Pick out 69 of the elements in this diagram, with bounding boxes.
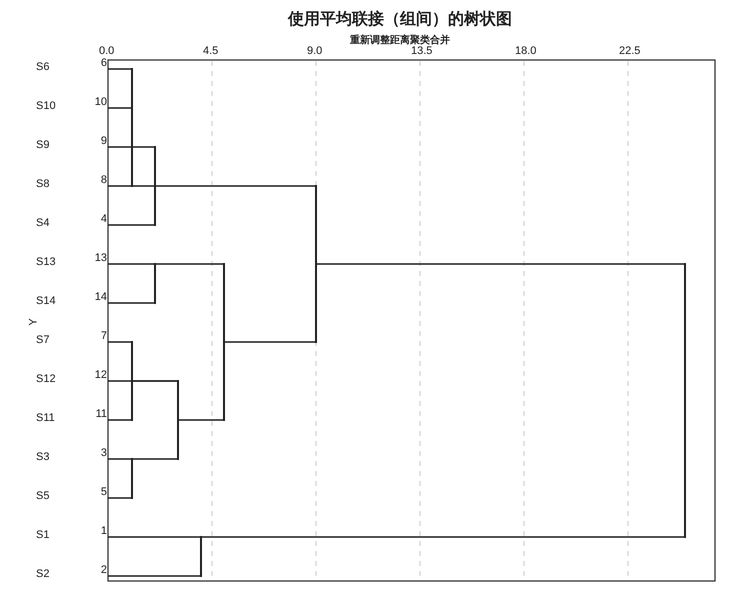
- connector-line: [108, 497, 131, 499]
- bracket-line: [131, 68, 133, 187]
- leaf-label: S4: [36, 217, 50, 229]
- case-number: 12: [94, 369, 107, 381]
- axis-title: Y: [28, 318, 40, 326]
- leaf-label: S10: [36, 100, 56, 112]
- case-number: 9: [100, 135, 107, 147]
- leaf-label: S3: [36, 451, 50, 463]
- bracket-line: [131, 341, 133, 421]
- connector-line: [108, 146, 154, 148]
- bracket-line: [200, 536, 202, 577]
- connector-line: [133, 185, 154, 187]
- case-number: 8: [100, 174, 107, 186]
- leaf-label: S11: [36, 412, 55, 424]
- case-number: 7: [100, 330, 107, 342]
- bracket-line: [684, 263, 686, 538]
- tick-label: 4.5: [203, 45, 218, 57]
- connector-line: [108, 107, 131, 109]
- bracket-line: [315, 185, 317, 343]
- case-number: 14: [94, 291, 107, 303]
- connector-line: [108, 458, 131, 460]
- leaf-label: S12: [36, 373, 56, 385]
- case-number: 5: [100, 486, 107, 498]
- connector-line: [108, 341, 131, 343]
- case-number: 6: [100, 57, 107, 69]
- connector-line: [108, 536, 200, 538]
- axis-title: 重新调整距离聚类合并: [350, 33, 450, 46]
- bracket-line: [154, 263, 156, 304]
- connector-line: [108, 263, 154, 265]
- connector-line: [156, 263, 223, 265]
- case-number: 4: [100, 213, 107, 225]
- leaf-label: S7: [36, 334, 50, 346]
- connector-line: [317, 263, 684, 265]
- leaf-label: S1: [36, 529, 50, 541]
- case-number: 11: [96, 408, 107, 420]
- connector-line: [202, 536, 684, 538]
- leaf-label: S14: [36, 295, 56, 307]
- tick-label: 18.0: [515, 45, 536, 57]
- connector-line: [108, 575, 200, 577]
- case-number: 2: [100, 564, 107, 576]
- tick-label: 13.5: [411, 45, 432, 57]
- connector-line: [156, 185, 315, 187]
- connector-line: [108, 419, 131, 421]
- connector-line: [133, 458, 177, 460]
- leaf-label: S9: [36, 139, 50, 151]
- case-number: 3: [100, 447, 107, 459]
- tick-label: 9.0: [307, 45, 322, 57]
- connector-line: [108, 302, 154, 304]
- bracket-line: [154, 146, 156, 226]
- tick-label: 0.0: [99, 45, 114, 57]
- bracket-line: [177, 380, 179, 460]
- connector-line: [225, 341, 315, 343]
- leaf-label: S6: [36, 61, 50, 73]
- connector-line: [108, 185, 131, 187]
- bracket-line: [131, 458, 133, 499]
- bracket-line: [223, 263, 225, 421]
- leaf-label: S13: [36, 256, 56, 268]
- case-number: 1: [100, 525, 107, 537]
- leaf-label: S8: [36, 178, 50, 190]
- leaf-label: S5: [36, 490, 50, 502]
- connector-line: [179, 419, 223, 421]
- case-number: 10: [94, 96, 107, 108]
- chart-title: 使用平均联接（组间）的树状图: [288, 9, 512, 30]
- case-number: 13: [94, 252, 107, 264]
- tick-label: 22.5: [619, 45, 640, 57]
- connector-line: [108, 68, 131, 70]
- connector-line: [108, 224, 154, 226]
- leaf-label: S2: [36, 568, 50, 580]
- connector-line: [133, 380, 177, 382]
